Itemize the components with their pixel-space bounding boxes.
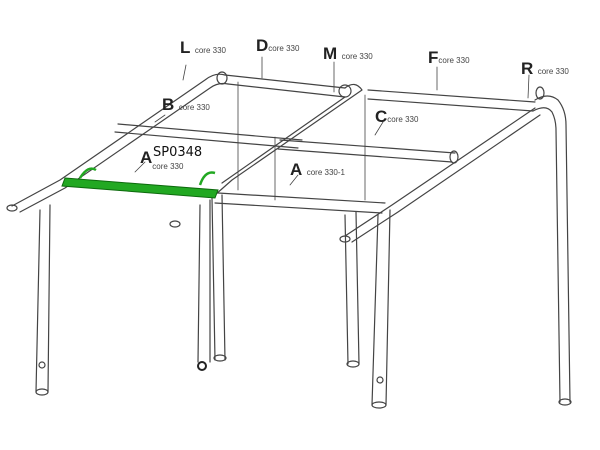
label-l: L core 330: [180, 38, 226, 57]
label-m: M core 330: [323, 44, 373, 63]
label-c: Ccore 330: [375, 107, 419, 126]
label-a-front: Acore 330: [140, 148, 184, 171]
label-f: Fcore 330: [428, 48, 470, 67]
right-front-rail: [344, 107, 541, 243]
leg-mid-front: [197, 199, 211, 363]
crossbar-a-330-1: [214, 192, 386, 214]
highlighted-part-sp0348[interactable]: [61, 167, 219, 199]
label-a-330-1: A core 330-1: [290, 160, 345, 179]
leg-mid-back: [211, 194, 226, 361]
leg-front-right: [371, 209, 391, 406]
part-number-label[interactable]: SP0348: [153, 145, 203, 160]
crossbar-c: [277, 139, 456, 163]
left-arch-inner: [19, 82, 229, 213]
leg-back-center: [344, 211, 360, 365]
right-arch: [532, 95, 571, 403]
rail-f: [367, 89, 536, 112]
left-arch-outer: [11, 73, 226, 207]
label-d: Dcore 330: [256, 36, 300, 55]
crossbar-b: [114, 123, 303, 149]
label-r: R core 330: [521, 59, 569, 78]
rail-d: [224, 74, 346, 98]
leg-front-left: [35, 204, 51, 393]
label-b: B core 330: [162, 95, 210, 114]
